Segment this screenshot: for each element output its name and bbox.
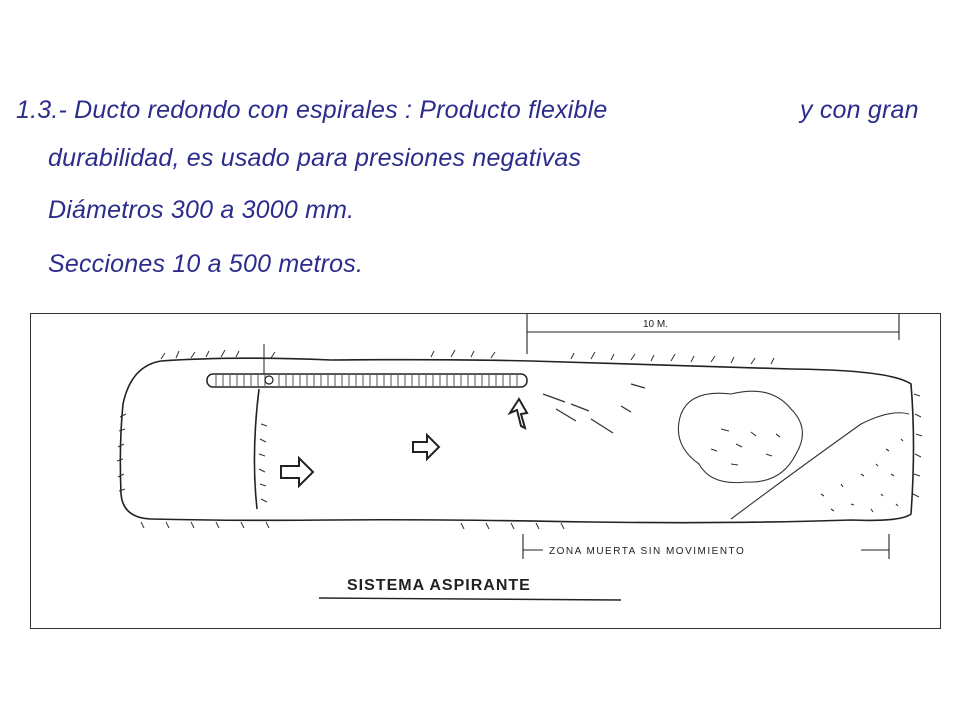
zone-dimension-line (522, 534, 890, 559)
tunnel-outline (119, 357, 915, 524)
sections-text: Secciones 10 a 500 metros. (48, 250, 364, 278)
dispersion-marks (542, 383, 646, 434)
arrow-right-icon (280, 455, 315, 489)
flow-arrows (280, 397, 529, 489)
caption-underline (318, 597, 622, 601)
duct-pipe (206, 344, 528, 388)
zone-label: ZONA MUERTA SIN MOVIMIENTO (549, 546, 745, 557)
figure-sistema-aspirante: 10 M. ZONA MUERTA SIN MOVIMIENTO SISTEMA… (30, 313, 941, 629)
diameter-text: Diámetros 300 a 3000 mm. (48, 196, 355, 224)
dimension-10m (526, 314, 900, 354)
heading-line-1-tail: y con gran (800, 96, 919, 124)
dimension-label: 10 M. (643, 319, 668, 330)
arrow-up-icon (507, 397, 529, 430)
wall-hatching (116, 349, 923, 530)
sketch-drawing: 10 M. ZONA MUERTA SIN MOVIMIENTO SISTEMA… (116, 314, 923, 601)
heading-line-2: durabilidad, es usado para presiones neg… (48, 144, 582, 172)
dead-zone-blob (677, 390, 803, 484)
figure-caption: SISTEMA ASPIRANTE (347, 577, 531, 594)
heading-line-1: 1.3.- Ducto redondo con espirales : Prod… (16, 96, 608, 124)
rubble-pile (730, 412, 910, 520)
arrow-right-icon (412, 432, 441, 462)
